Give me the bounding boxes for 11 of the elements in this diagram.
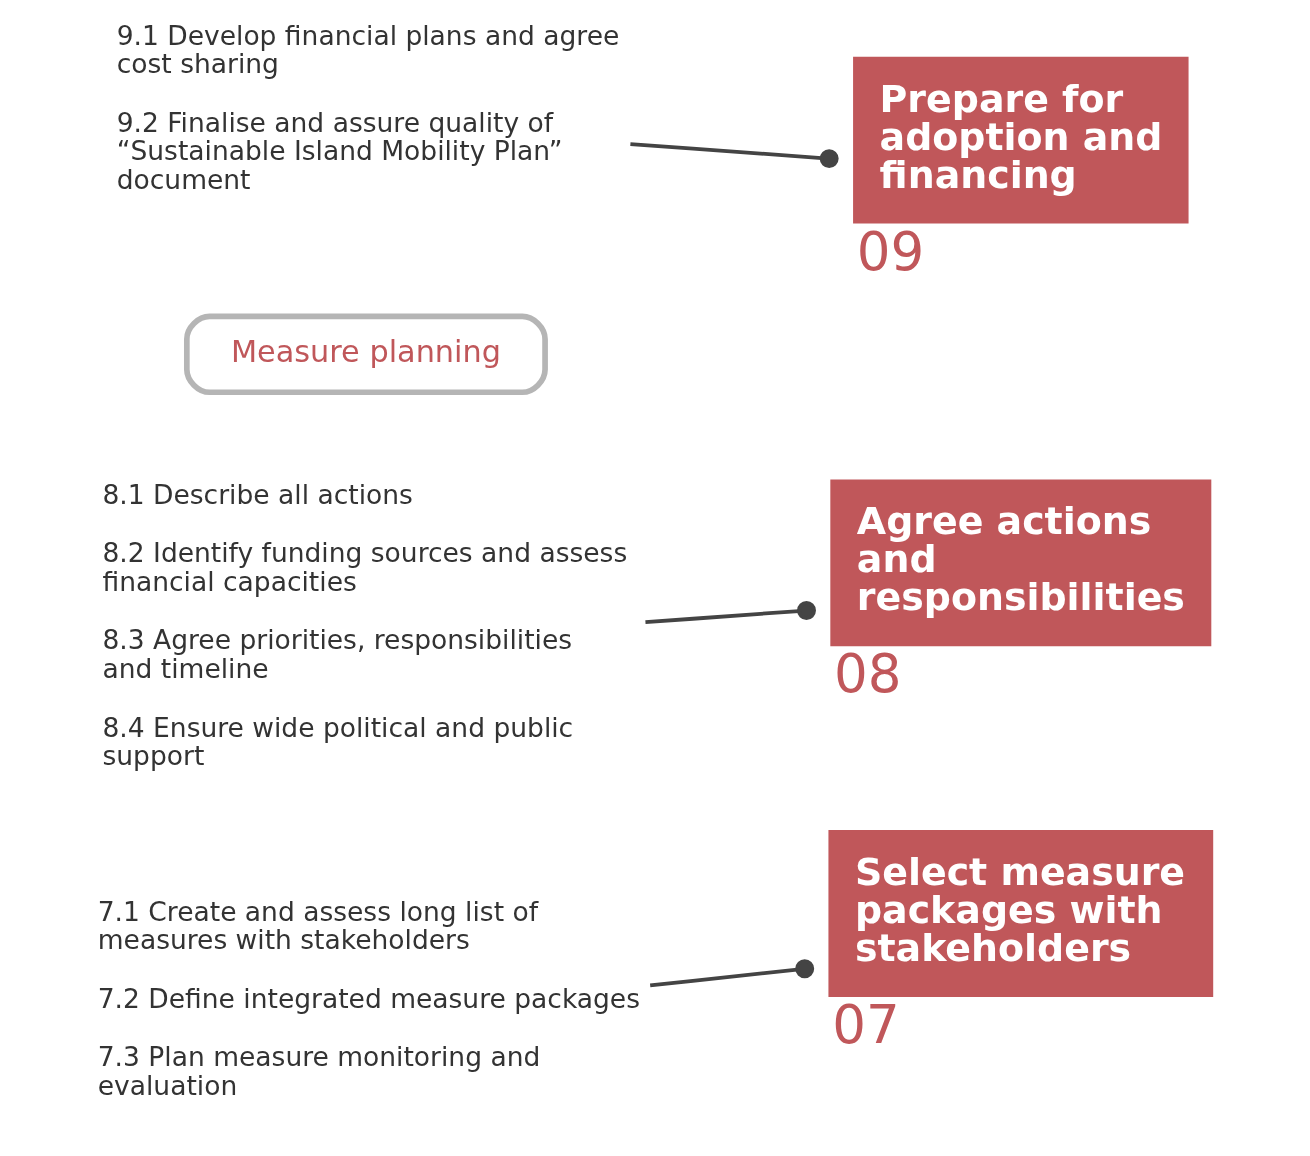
node-box: Prepare for adoption and financing — [853, 56, 1189, 224]
node-text: 7.1 Create and assess long list of measures with stakeholders 7.2 Define integrated measure packages 7.3 Plan measure monitoring and evaluation — [97, 895, 640, 1101]
node-label: 07 — [832, 994, 900, 1057]
node-text: 9.1 Develop financial plans and agree cost sharing 9.2 Finalise and assure quality of “Sustainable Island Mobility Plan” document — [116, 19, 620, 195]
node-text: 8.1 Describe all actions 8.2 Identify funding sources and assess financial capacities 8.3 Agree priorities, responsibilities and timeline 8.4 Ensure wide political and public support — [102, 478, 628, 772]
connector — [645, 601, 816, 625]
node-box: Agree actions and responsibilities — [830, 479, 1212, 647]
connector — [649, 959, 815, 988]
node-box: Select measure packages with stakeholders — [828, 830, 1214, 997]
connector — [630, 142, 839, 169]
node-box: Measure planning — [184, 313, 548, 396]
